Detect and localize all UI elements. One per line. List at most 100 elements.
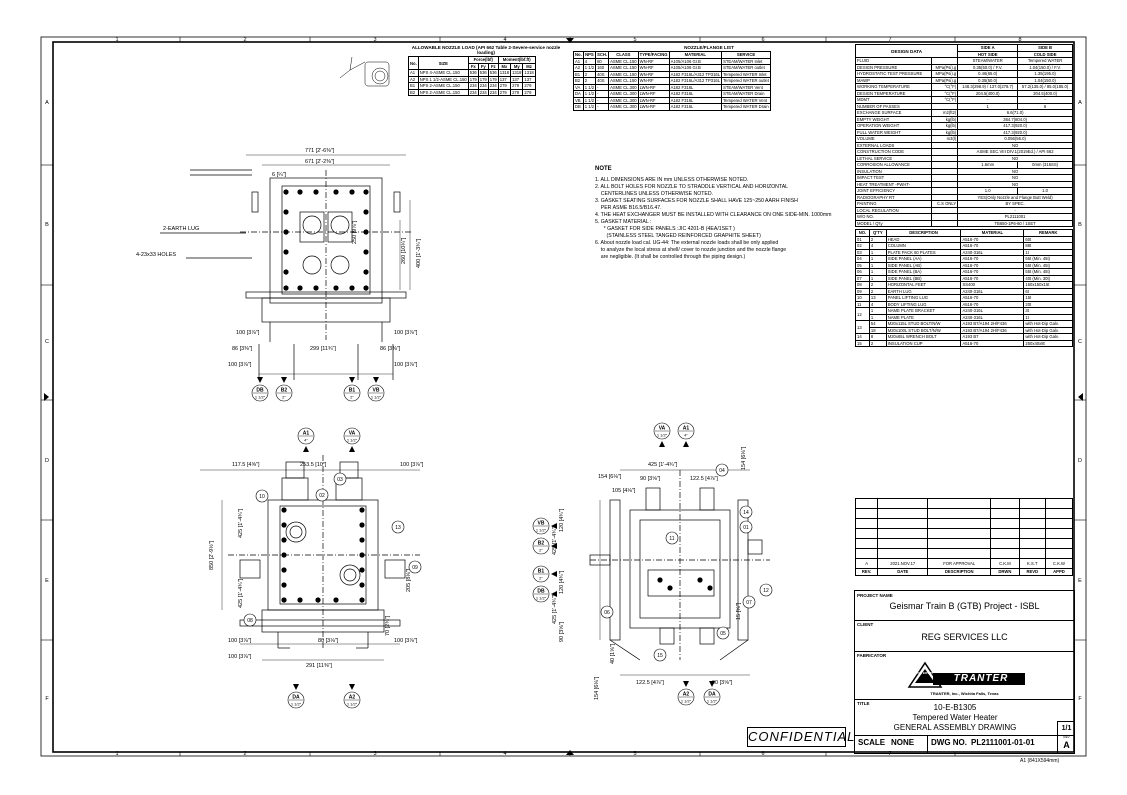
part-balloon-label: 03 <box>337 477 343 483</box>
zone-col-4: 4 <box>503 37 506 43</box>
nozzle-arrow-icon <box>551 523 557 529</box>
logo-badge: THE EXPERT <box>917 672 933 675</box>
revision-empty-cell <box>927 548 992 559</box>
front-view <box>160 169 412 380</box>
design-data-value: TB650-1P6-60 / 1SET <box>957 219 1073 227</box>
part-balloon <box>716 626 730 640</box>
nozzle-balloon-id: A2 <box>683 692 690 698</box>
nozzle-balloon-id: DB <box>537 589 545 595</box>
nozzle-arrow-icon <box>257 377 263 383</box>
nozzle-load-cell: 234 <box>467 88 479 96</box>
design-data-row: MODEL / Q'ty TB650-1P6-60 / 1SET <box>855 219 1073 227</box>
nozzle-list-cell: A182 F316L <box>668 103 723 111</box>
design-data-value-a: 0.46(65.0) <box>957 70 1019 78</box>
rev-box: REV A <box>1057 735 1075 753</box>
revision-empty-cell <box>1044 538 1074 549</box>
dim-90c: 90 [3⅝"] <box>712 680 733 686</box>
nozzle-list-cell: ASME CL.150 <box>608 77 639 85</box>
design-data-value-a: 0.35(50.0) / F.V. <box>957 63 1019 71</box>
project-name: Geismar Train B (GTB) Project - ISBL <box>889 601 1040 611</box>
nozzle-load-header-mz: Mz <box>522 62 536 70</box>
project-label: PROJECT NAME <box>857 593 893 598</box>
revision-empty-cell <box>1018 498 1046 509</box>
design-data-param: MODEL / Q'ty <box>855 219 932 227</box>
nozzle-arrow-icon <box>303 446 309 452</box>
revision-cell: C.K.W <box>1044 558 1074 569</box>
nozzle-balloon-size: 2" <box>539 548 543 553</box>
nozzle-arrow-icon <box>281 377 287 383</box>
nozzle-balloon-id: DA <box>292 695 300 701</box>
dim-250: 250 [9⅞"] <box>352 220 358 244</box>
part-balloon-label: 06 <box>604 610 610 616</box>
design-data-value-b: 1.35(195.0) <box>1017 70 1073 78</box>
notes-lines: 1. ALL DIMENSIONS ARE IN mm UNLESS OTHER… <box>595 177 845 261</box>
front-view-bolts <box>283 189 369 291</box>
revision-empty-cell <box>1044 508 1074 519</box>
dim-425d: 425 [1'-4¾"] <box>552 525 558 555</box>
zone-col-7: 7 <box>888 37 891 43</box>
nozzle-list-cell: 80 <box>595 57 610 65</box>
parts-cell: A516-70 <box>960 339 1025 347</box>
dim-425c: 425 [1'-4¾"] <box>648 462 678 468</box>
part-balloon <box>739 505 753 519</box>
design-data-value: 364.7(804.0) <box>957 115 1073 123</box>
revision-empty-cell <box>1044 548 1074 559</box>
dim-100e: 100 [3⅞"] <box>400 462 424 468</box>
axis-icon <box>339 56 390 87</box>
part-balloon <box>739 520 753 534</box>
part-balloon-label: 12 <box>763 588 769 594</box>
zone-col-5-bottom: 5 <box>633 751 636 757</box>
nozzle-balloon-size: 4" <box>304 438 308 443</box>
revision-header: DESCRIPTION <box>927 568 992 576</box>
part-balloon-label: 07 <box>746 600 752 606</box>
dim-117: 117.5 [4⅝"] <box>232 462 260 468</box>
dim-122a: 122.5 [4⅞"] <box>690 476 718 482</box>
nozzle-list-cell: Tempered WATER Drain <box>721 103 771 111</box>
dim-299: 299 [11¾"] <box>310 346 336 352</box>
nozzle-balloon-id: B2 <box>538 541 545 547</box>
dim-80: 80 [3⅛"] <box>318 638 339 644</box>
revision-empty-cell <box>927 498 992 509</box>
nozzle-list-cell: WN-RF <box>637 57 670 65</box>
plan-view <box>589 470 770 661</box>
dim-771: 771 [2'-6⅜"] <box>305 148 335 154</box>
zone-col-3: 3 <box>373 37 376 43</box>
nozzle-list-cell: - <box>595 96 610 104</box>
note-line: (STAINLESS STEEL TANGED REINFORCED GRAPH… <box>595 233 761 239</box>
note-line: 6. About nozzle load cal. UG-44: The ext… <box>595 240 779 246</box>
revision-empty-row <box>854 508 1074 519</box>
revision-empty-cell <box>990 528 1020 539</box>
nozzle-list-cell: 1 1/2 <box>582 90 597 98</box>
part-balloon-label: 14 <box>743 510 749 516</box>
nozzle-list-cell: 1 1/2 <box>582 64 597 72</box>
nozzle-balloon-id: VB <box>373 388 380 394</box>
design-data-unit: °C(°F) <box>930 96 959 104</box>
sheet-number: 1/1 <box>1057 721 1075 736</box>
nozzle-arrow-icon <box>349 684 355 690</box>
side-view <box>228 455 420 650</box>
nozzle-list-cell: 4 <box>582 57 597 65</box>
design-data-value-a: 148.3(298.9) / 137.0(278.7) <box>957 83 1019 91</box>
plan-view-bolts <box>657 577 713 591</box>
nozzle-list-cell: LWN-RF <box>637 90 670 98</box>
part-balloon <box>665 531 679 545</box>
design-data-unit: m2(ft2) <box>930 109 959 117</box>
nozzle-load-cell: 279 <box>510 88 524 96</box>
nozzle-balloon-id: VB <box>538 521 545 527</box>
design-data-unit: MPa(Psi).g <box>930 76 959 84</box>
nozzle-arrow-icon <box>683 441 689 447</box>
client-label: CLIENT <box>857 622 874 627</box>
